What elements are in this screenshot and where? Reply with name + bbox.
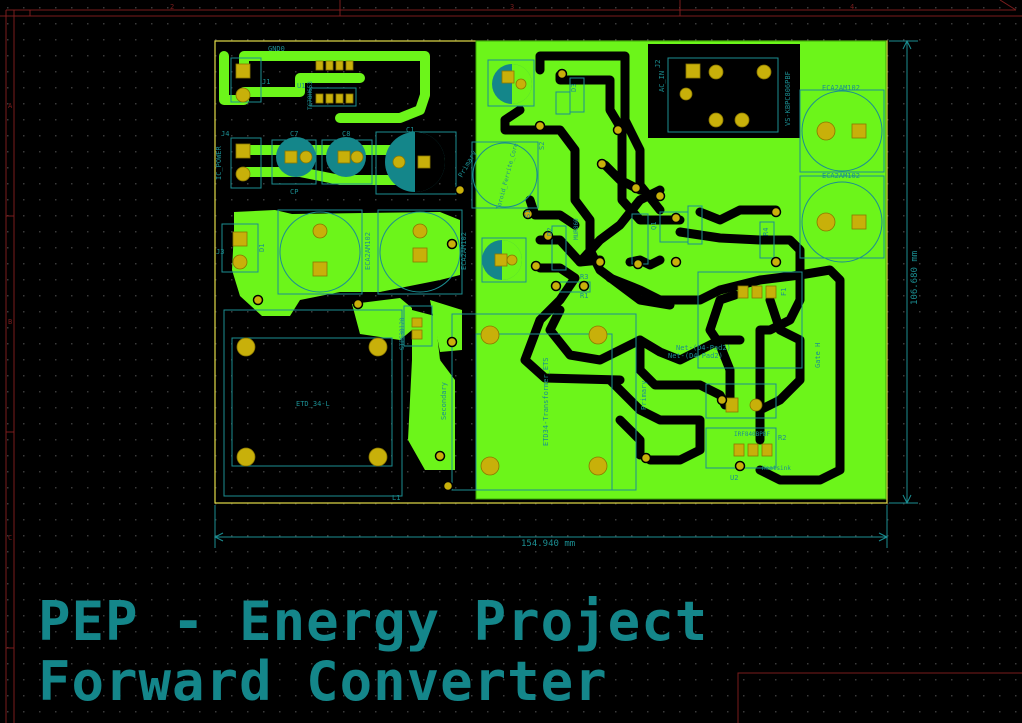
bridge-label: VS-KBPC806PBF <box>784 71 792 126</box>
c8-label: C8 <box>342 130 350 138</box>
j3-label: J3 <box>216 248 224 256</box>
u2-label: U2 <box>730 474 738 482</box>
copper-left-lower <box>352 298 412 340</box>
irf-label: IRF840BPBF <box>734 431 771 438</box>
j4-label: J4 <box>221 130 229 138</box>
frame-row-mark-a: A <box>8 102 13 110</box>
height-dimension-label: 106.680 mm <box>910 251 920 305</box>
frame-col-mark-4: 4 <box>850 3 854 11</box>
frame-col-mark-3: 3 <box>510 3 514 11</box>
net-label-1: Net-(D4-Pad2) <box>676 344 731 352</box>
etd-transformer-label: ETD34-Transformer_ETS <box>542 357 550 446</box>
copper-left-mid <box>232 210 460 316</box>
r3-label: R3 <box>580 273 588 281</box>
r2-label: R2 <box>778 434 786 442</box>
d2-label: D2 <box>546 228 554 236</box>
s1-label: S1 <box>524 210 532 218</box>
net-label-2: Net-(D4-Pad2) <box>668 352 723 360</box>
frame-row-mark-c: C <box>8 534 12 542</box>
project-title-line2: Forward Converter <box>38 650 608 713</box>
ic-power-label: IC_POWER <box>215 145 223 180</box>
secondary-label: Secondary <box>440 382 448 420</box>
u1-label: U1 <box>297 82 305 90</box>
cap-outline-circles <box>279 90 883 293</box>
width-dimension-label: 154.940 mm <box>521 539 575 549</box>
tc-label: TC78H653 <box>307 81 314 110</box>
j2-label: J2 <box>654 60 662 68</box>
mur-label: MUR860 <box>573 218 580 240</box>
c1-label: C1 <box>406 126 414 134</box>
d3-label: D3 <box>570 84 578 92</box>
eca3-label: ECA2AM102 <box>364 232 372 270</box>
fuse-label: F1 <box>780 288 788 296</box>
cp-label: CP <box>290 188 298 196</box>
q1-label: Q1 <box>650 222 658 230</box>
dimension-lines <box>213 39 918 548</box>
j1-label: J1 <box>262 78 270 86</box>
primary-label-b: Primary <box>640 380 648 410</box>
stp-label: STPS30120 <box>399 317 406 350</box>
s2-label: S2 <box>538 142 546 150</box>
ac-in-label: AC_IN <box>658 71 666 92</box>
d1-label: D1 <box>258 244 266 252</box>
eca1-label: ECA2AM102 <box>822 84 860 92</box>
c7-label: C7 <box>290 130 298 138</box>
gnd-label: GND0 <box>268 45 285 53</box>
l1-label: L1 <box>392 494 400 502</box>
pour-outline <box>475 40 887 500</box>
copper-secondary-strip <box>408 310 455 470</box>
etd-inductor-label: ETD_34-L <box>296 400 330 408</box>
r4-label: R4 <box>762 228 770 236</box>
frame-row-mark-b: B <box>8 318 12 326</box>
heatsink-label: Heatsink <box>762 465 791 472</box>
r1-label: R1 <box>580 292 588 300</box>
frame-col-mark-2: 2 <box>170 3 174 11</box>
silkscreen-outlines <box>221 57 885 497</box>
eca2-label: ECA2AM102 <box>822 172 860 180</box>
pads <box>232 60 867 476</box>
eca4-label: ECA2AM102 <box>460 232 468 270</box>
project-title-line1: PEP - Energy Project <box>38 590 709 653</box>
vias <box>252 68 782 492</box>
gate-label: Gate H <box>814 343 822 368</box>
